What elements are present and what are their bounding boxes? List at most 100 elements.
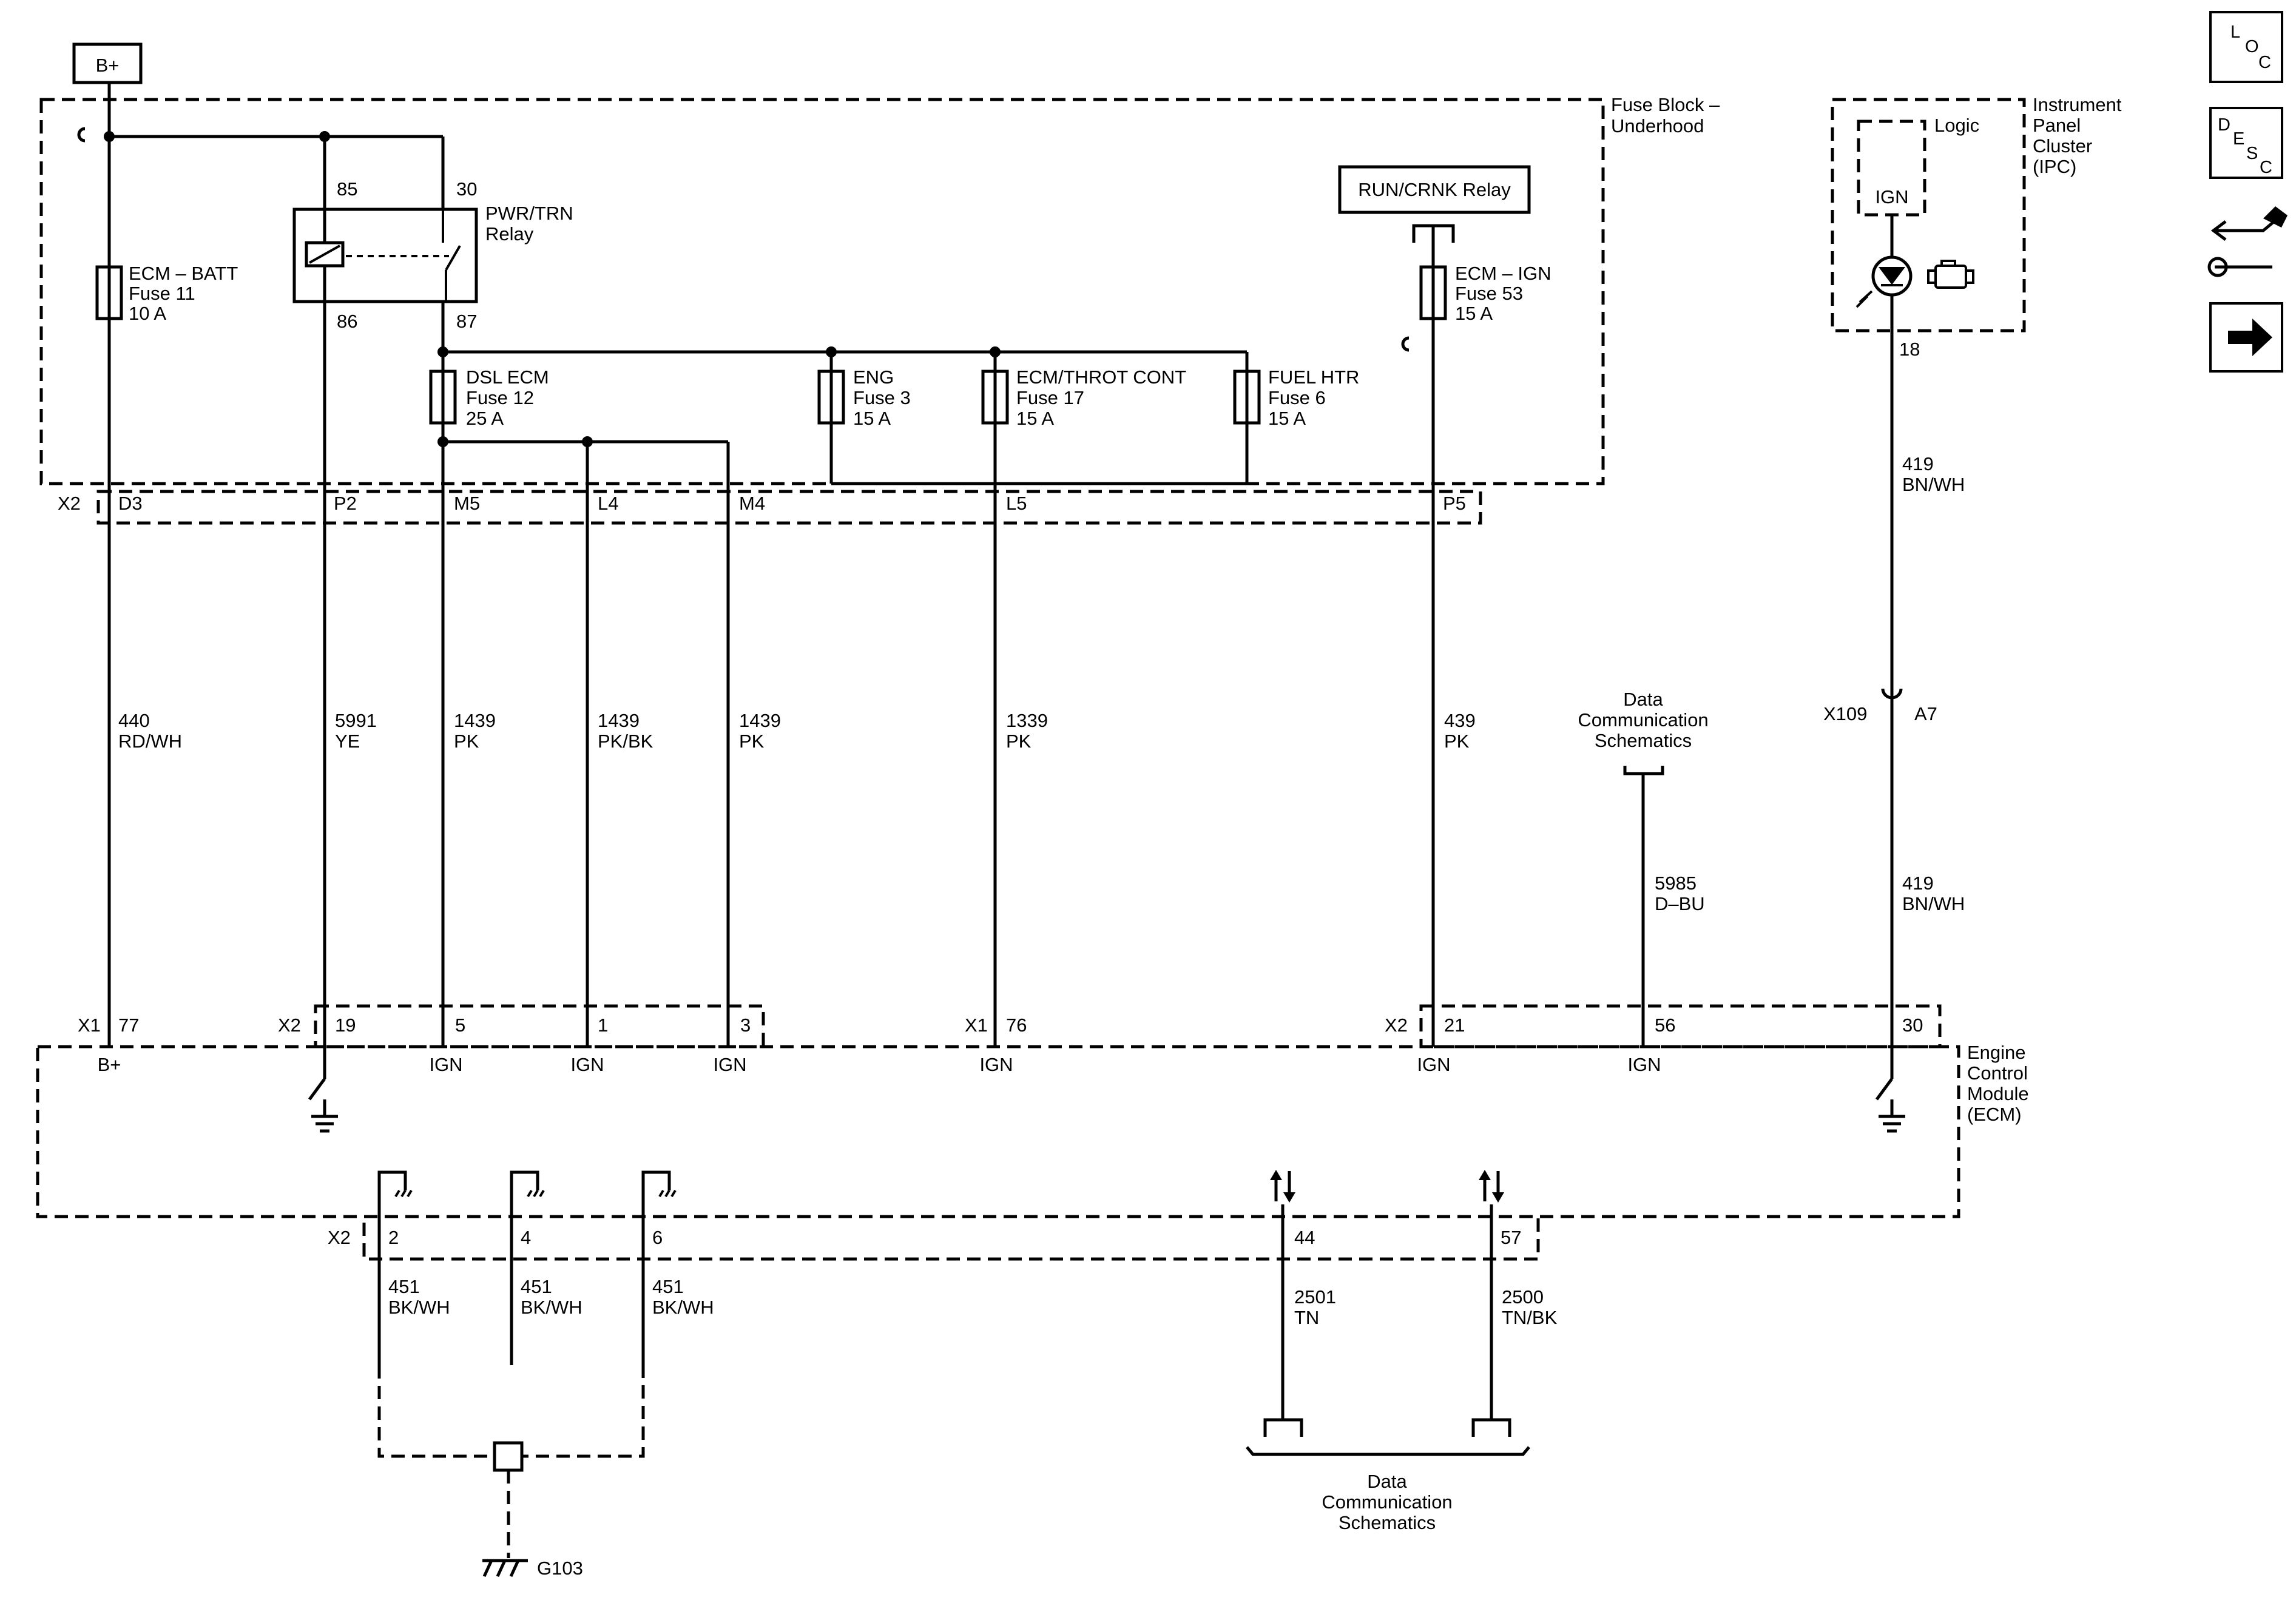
svg-text:Schematics: Schematics [1339, 1512, 1436, 1533]
svg-text:85: 85 [337, 178, 357, 200]
svg-text:G103: G103 [537, 1558, 583, 1579]
svg-text:X2: X2 [1385, 1014, 1408, 1036]
ecm-title: Engine [1967, 1042, 2026, 1063]
chassis-ground-icon [641, 1170, 677, 1232]
svg-text:15 A: 15 A [853, 408, 891, 429]
svg-text:RD/WH: RD/WH [118, 731, 182, 752]
svg-text:IGN: IGN [1627, 1054, 1661, 1075]
svg-text:BN/WH: BN/WH [1902, 893, 1965, 914]
svg-text:BK/WH: BK/WH [521, 1297, 582, 1318]
svg-text:B+: B+ [98, 1054, 121, 1075]
svg-text:Fuse 17: Fuse 17 [1016, 387, 1084, 408]
svg-text:451: 451 [388, 1276, 420, 1297]
run-crnk-relay-box [1338, 165, 1531, 214]
svg-text:451: 451 [521, 1276, 552, 1297]
svg-text:15 A: 15 A [1455, 303, 1493, 324]
svg-text:ENG: ENG [853, 366, 894, 388]
svg-text:Data: Data [1623, 689, 1663, 710]
svg-text:PK: PK [454, 731, 479, 752]
switch-ground-left [308, 1078, 338, 1133]
svg-text:440: 440 [118, 710, 150, 731]
chassis-ground-icon [510, 1170, 545, 1232]
ground-splice [493, 1441, 524, 1472]
bidirectional-arrow-icon [1479, 1170, 1504, 1203]
svg-text:DSL ECM: DSL ECM [466, 366, 549, 388]
bidirectional-arrow-icon [1270, 1170, 1295, 1203]
svg-text:IGN: IGN [1875, 186, 1908, 208]
svg-text:18: 18 [1899, 339, 1920, 360]
svg-text:57: 57 [1501, 1227, 1521, 1248]
svg-text:77: 77 [118, 1014, 139, 1036]
svg-text:Cluster: Cluster [2033, 135, 2092, 157]
svg-text:L4: L4 [598, 493, 618, 514]
svg-text:Communication: Communication [1322, 1491, 1452, 1513]
svg-text:X1: X1 [78, 1014, 101, 1036]
ipc-outline [1831, 98, 2026, 333]
svg-text:M4: M4 [739, 493, 765, 514]
ecm-x2-connector-b [1419, 1004, 1942, 1048]
connector-wrench-icon[interactable] [2207, 206, 2288, 277]
svg-text:30: 30 [456, 178, 477, 200]
svg-text:Fuse 11: Fuse 11 [129, 283, 195, 304]
svg-text:Fuse 3: Fuse 3 [853, 387, 911, 408]
svg-text:C: C [2258, 53, 2271, 72]
svg-text:P2: P2 [334, 493, 357, 514]
svg-text:X2: X2 [58, 493, 81, 514]
svg-text:(IPC): (IPC) [2033, 156, 2076, 177]
loc-icon[interactable]: L O C [2209, 11, 2283, 83]
svg-text:87: 87 [456, 311, 477, 332]
svg-text:S: S [2246, 144, 2258, 163]
svg-text:Communication: Communication [1578, 709, 1708, 731]
check-engine-icon [1927, 260, 1974, 289]
svg-text:ECM – BATT: ECM – BATT [129, 263, 238, 284]
run-crnk-relay-label: RUN/CRNK Relay [1358, 179, 1511, 200]
svg-text:X1: X1 [965, 1014, 988, 1036]
b-plus-label: B+ [96, 55, 120, 76]
svg-text:451: 451 [652, 1276, 684, 1297]
svg-text:86: 86 [337, 311, 357, 332]
svg-text:E: E [2233, 129, 2244, 149]
svg-text:15 A: 15 A [1268, 408, 1306, 429]
svg-text:IGN: IGN [1417, 1054, 1450, 1075]
svg-text:3: 3 [740, 1014, 751, 1036]
svg-text:Underhood: Underhood [1611, 115, 1704, 137]
chassis-ground-icon [377, 1170, 413, 1232]
svg-text:Fuse 6: Fuse 6 [1268, 387, 1326, 408]
svg-text:D3: D3 [118, 493, 143, 514]
svg-text:D–BU: D–BU [1655, 893, 1705, 914]
svg-text:IGN: IGN [429, 1054, 462, 1075]
desc-icon[interactable]: D E S C [2209, 107, 2283, 179]
svg-text:O: O [2245, 37, 2259, 56]
next-arrow-icon[interactable] [2209, 302, 2283, 373]
svg-text:PK: PK [739, 731, 765, 752]
svg-text:IGN: IGN [570, 1054, 604, 1075]
svg-text:Fuse 12: Fuse 12 [466, 387, 534, 408]
svg-text:419: 419 [1902, 453, 1934, 474]
svg-text:X109: X109 [1823, 703, 1867, 724]
svg-text:P5: P5 [1443, 493, 1466, 514]
svg-text:1439: 1439 [739, 710, 781, 731]
svg-text:FUEL HTR: FUEL HTR [1268, 366, 1359, 388]
svg-text:1439: 1439 [598, 710, 640, 731]
svg-text:IGN: IGN [713, 1054, 746, 1075]
svg-text:Schematics: Schematics [1595, 730, 1692, 751]
svg-text:4: 4 [521, 1227, 531, 1248]
svg-text:L5: L5 [1006, 493, 1027, 514]
svg-text:Module: Module [1967, 1083, 2029, 1104]
svg-text:Control: Control [1967, 1062, 2028, 1084]
pwr-trn-relay [292, 208, 478, 303]
svg-text:Data: Data [1367, 1471, 1407, 1492]
ecm-x2-connector-a [314, 1004, 765, 1048]
svg-text:Panel: Panel [2033, 115, 2081, 136]
svg-text:6: 6 [652, 1227, 663, 1248]
svg-text:5991: 5991 [335, 710, 377, 731]
ground-g103-icon [482, 1559, 528, 1578]
svg-text:BN/WH: BN/WH [1902, 474, 1965, 495]
ecm-outline [36, 1045, 1960, 1218]
b-plus-box [72, 42, 143, 84]
svg-text:Fuse 53: Fuse 53 [1455, 283, 1523, 304]
svg-text:BK/WH: BK/WH [388, 1297, 450, 1318]
fb-x2-connector [96, 490, 1482, 525]
ipc-logic-box [1857, 120, 1926, 217]
svg-text:44: 44 [1294, 1227, 1315, 1248]
